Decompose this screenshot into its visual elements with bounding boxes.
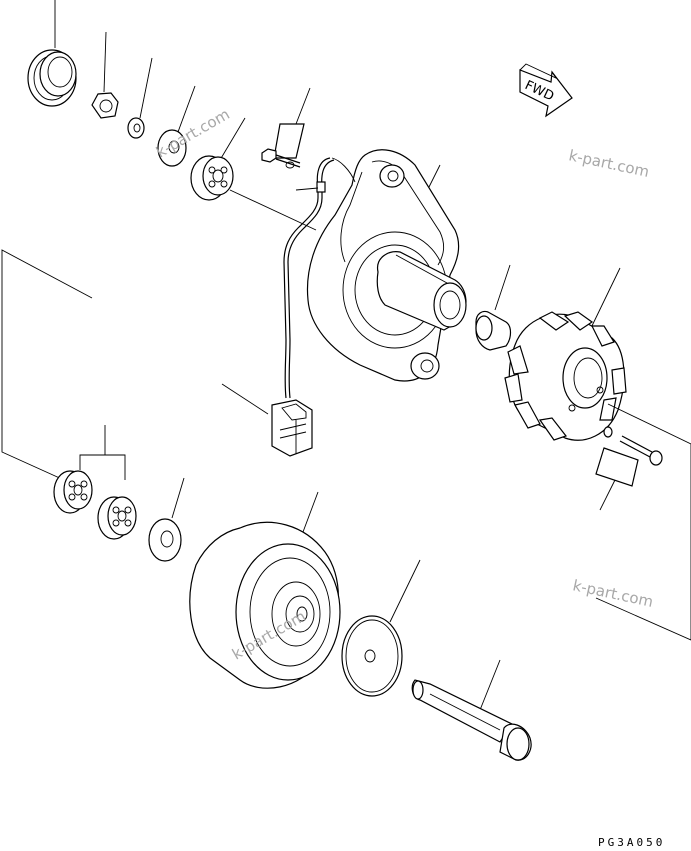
drawing-code: PG3A050 [598, 836, 665, 849]
nut-part [91, 31, 119, 119]
idler-pulley-part [189, 491, 341, 689]
spring-washer-part [127, 57, 153, 139]
forward-direction-arrow: FWD [519, 63, 573, 118]
bushing-part [475, 264, 512, 351]
bearing-part-upper [190, 117, 246, 201]
flat-washer-part [157, 85, 196, 167]
screw-part-right [595, 403, 691, 511]
idler-housing-part [306, 149, 467, 382]
washer-part-lower [148, 477, 185, 562]
tone-wheel-part [504, 267, 627, 441]
bracket-pointer [79, 425, 126, 480]
bearing-part-lower-2 [97, 496, 137, 540]
pivot-bolt-part [411, 659, 532, 761]
grommet-part [27, 0, 77, 107]
watermark-text: k-part.com [567, 146, 651, 181]
sensor-harness-part [221, 157, 356, 457]
cover-plate-part [341, 559, 421, 697]
bearing-part-lower-1 [53, 470, 93, 514]
clamp-bolt-part [261, 87, 311, 169]
